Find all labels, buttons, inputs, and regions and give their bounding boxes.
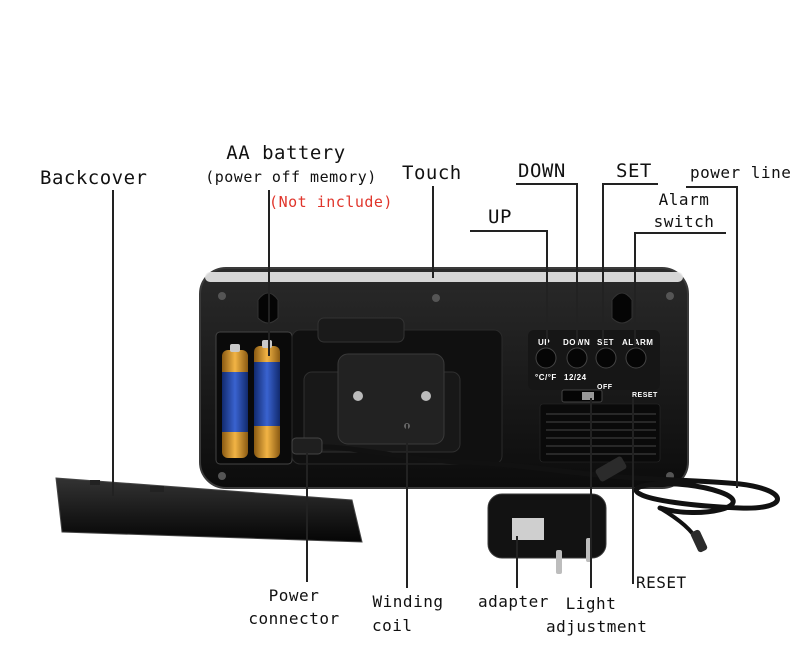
- device-label-reset: RESET: [632, 392, 658, 399]
- leader-set-h: [602, 183, 658, 185]
- leader-light: [590, 398, 592, 588]
- leader-backcover: [112, 190, 114, 496]
- label-light-1: Light: [565, 594, 617, 613]
- label-winding-coil-2: coil: [372, 616, 413, 635]
- leader-winding-coil: [406, 424, 408, 588]
- label-battery-note: (Not include): [269, 193, 393, 211]
- label-power-connector-1: Power: [268, 586, 320, 605]
- back-cover-plate: [55, 477, 363, 543]
- leader-down-h: [516, 183, 578, 185]
- device-label-up: UP: [538, 338, 551, 347]
- leader-set-v: [602, 183, 604, 346]
- control-panel: [528, 330, 661, 463]
- label-reset: RESET: [636, 573, 687, 592]
- leader-touch: [432, 186, 434, 278]
- label-power-line: power line: [690, 163, 792, 182]
- battery-compartment: [215, 331, 293, 465]
- usb-plug: [595, 456, 627, 482]
- device-label-unit: °C/°F: [535, 373, 557, 382]
- leader-up-v: [546, 230, 548, 346]
- device-label-alarm: ALARM: [622, 338, 654, 347]
- label-backcover: Backcover: [40, 167, 148, 189]
- label-touch: Touch: [402, 162, 462, 184]
- label-battery-title: AA battery: [226, 142, 346, 164]
- leader-alarm-v: [634, 232, 636, 346]
- stand: [291, 317, 503, 465]
- dc-plug: [690, 529, 708, 553]
- leader-power-line-v: [736, 186, 738, 488]
- label-adapter: adapter: [478, 592, 549, 611]
- leader-power-line-h: [686, 186, 738, 188]
- label-light-2: adjustment: [546, 617, 648, 636]
- adapter-body: [487, 493, 607, 574]
- leader-down-v: [576, 183, 578, 346]
- device-label-light-off: OFF: [597, 384, 613, 391]
- leader-adapter: [516, 536, 518, 588]
- label-set: SET: [616, 160, 652, 182]
- leader-power-connector: [306, 452, 308, 582]
- label-power-connector-2: connector: [248, 609, 340, 628]
- label-up: UP: [488, 206, 512, 228]
- leader-alarm-h: [634, 232, 726, 234]
- label-winding-coil-1: Winding: [372, 592, 444, 611]
- leader-up-h: [470, 230, 548, 232]
- label-battery-sub: (power off memory): [205, 168, 377, 186]
- leader-battery: [268, 190, 270, 356]
- device-label-hour-mode: 12/24: [564, 373, 587, 382]
- leader-reset: [632, 398, 634, 584]
- label-alarm-switch-2: switch: [653, 212, 715, 231]
- label-down: DOWN: [518, 160, 566, 182]
- label-alarm-switch-1: Alarm: [658, 190, 710, 209]
- device-label-set: SET: [597, 338, 615, 347]
